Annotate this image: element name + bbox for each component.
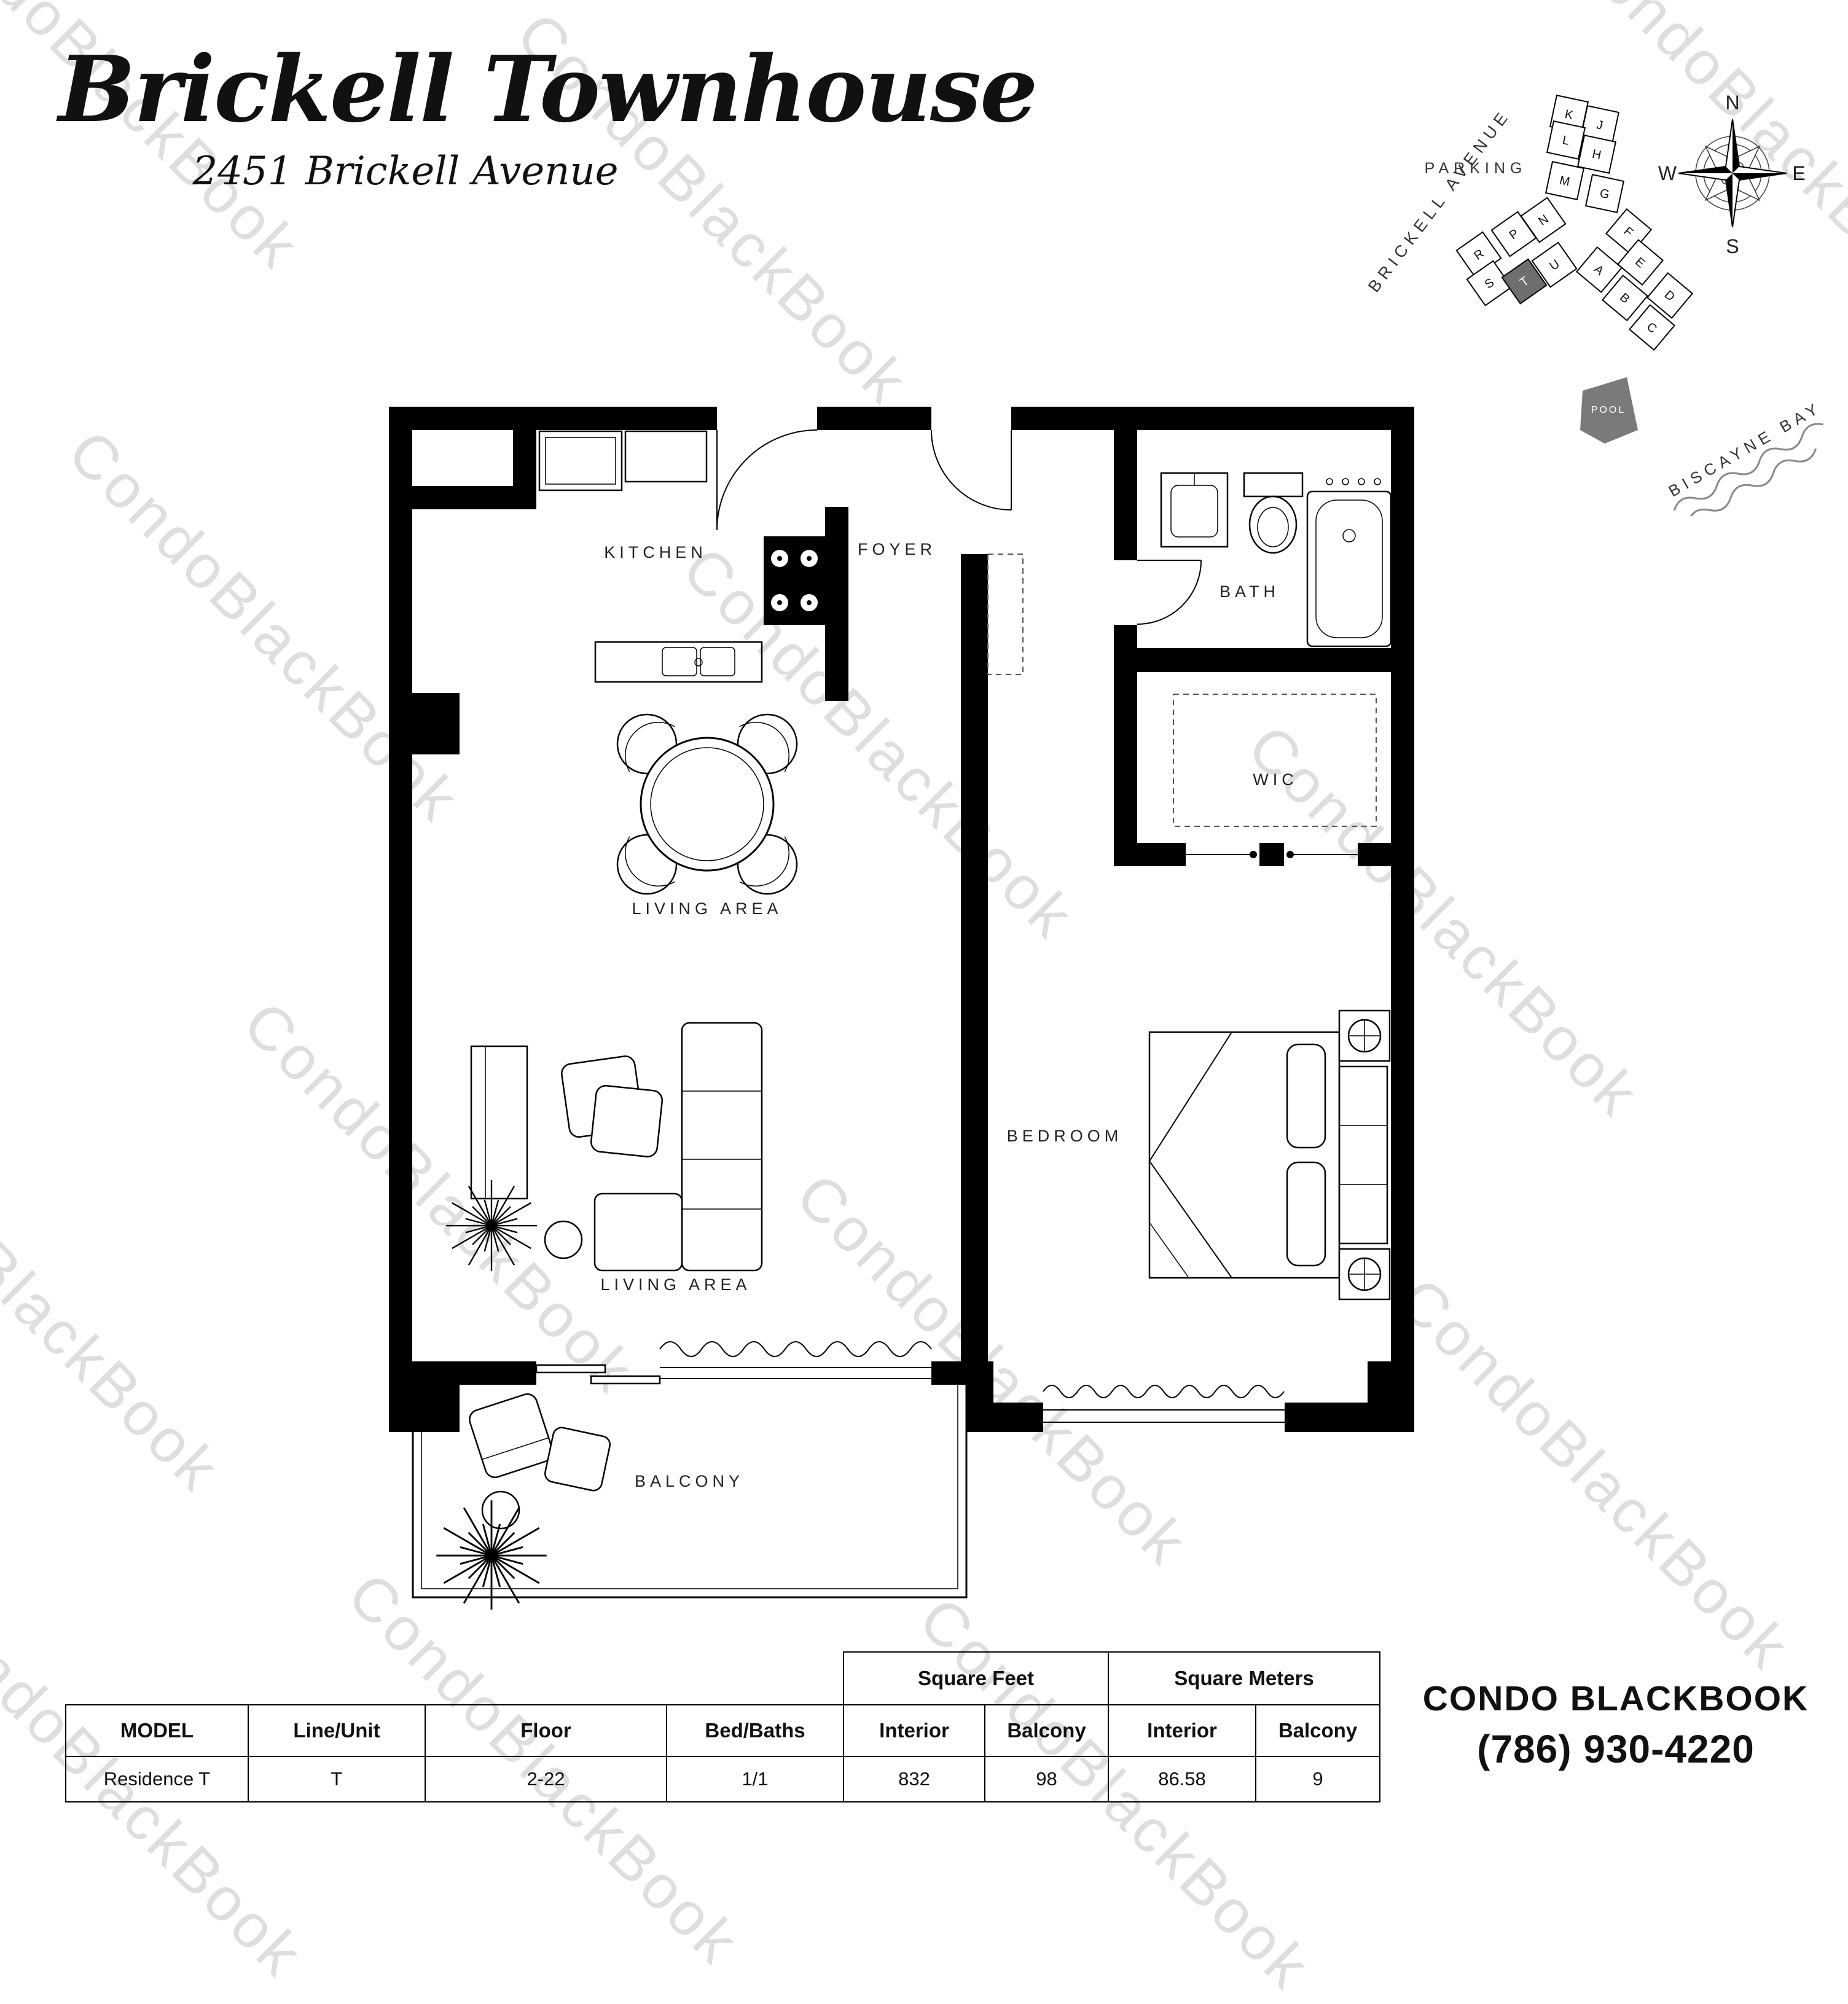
building-address: 2451 Brickell Avenue <box>192 149 619 194</box>
col-sqm-interior: Interior <box>1108 1704 1256 1757</box>
highlighted-unit: T <box>1501 258 1548 305</box>
compass-rose: N E S W <box>1658 92 1806 257</box>
cell-sqm-interior: 86.58 <box>1108 1756 1256 1802</box>
bedroom-furniture <box>1148 1009 1391 1301</box>
doors <box>716 429 1358 858</box>
windows <box>535 1341 1285 1423</box>
unit-label: G <box>1599 187 1611 202</box>
cell-line-unit: T <box>248 1756 426 1802</box>
pool-label: POOL <box>1591 405 1626 415</box>
cell-model: Residence T <box>65 1756 249 1802</box>
cell-floor: 2-22 <box>425 1756 667 1802</box>
col-floor: Floor <box>425 1704 667 1757</box>
unit-label: L <box>1561 133 1570 148</box>
building-title: Brickell Townhouse <box>58 36 1038 143</box>
label-living-area-1: LIVING AREA <box>632 899 782 918</box>
label-wic: WIC <box>1253 770 1298 789</box>
compass-s: S <box>1726 235 1739 257</box>
bath-fixtures <box>1160 472 1392 648</box>
branding: CONDO BLACKBOOK (786) 930-4220 <box>1401 1678 1831 1772</box>
cell-sqft-interior: 832 <box>843 1756 985 1802</box>
compass-e: E <box>1792 162 1805 184</box>
kitchen-appliances <box>538 430 825 683</box>
living-furniture <box>445 1022 763 1272</box>
wic-dashed <box>1173 694 1377 827</box>
col-line-unit: Line/Unit <box>248 1704 426 1757</box>
label-kitchen: KITCHEN <box>604 543 707 562</box>
col-sqm-balcony: Balcony <box>1255 1704 1380 1757</box>
cell-sqft-balcony: 98 <box>984 1756 1109 1802</box>
dining-set <box>616 713 798 895</box>
brand-phone: (786) 930-4220 <box>1477 1727 1755 1771</box>
walls <box>389 407 1414 1432</box>
unit-label: K <box>1564 108 1575 122</box>
compass-w: W <box>1658 162 1677 184</box>
group-header-square-meters: Square Meters <box>1108 1651 1380 1705</box>
group-header-square-feet: Square Feet <box>843 1651 1109 1705</box>
label-balcony: BALCONY <box>635 1472 744 1490</box>
unit-label: J <box>1595 118 1604 133</box>
label-foyer: FOYER <box>858 540 936 558</box>
foyer-closet-dashed <box>987 554 1024 675</box>
col-bed-baths: Bed/Baths <box>666 1704 844 1757</box>
building-units: K J L H M G N F P E R U A S T B D C <box>1455 94 1694 351</box>
label-bath: BATH <box>1220 582 1280 601</box>
cell-bed-baths: 1/1 <box>666 1756 844 1802</box>
table-row: Residence T T 2-22 1/1 832 98 86.58 9 <box>65 1756 1380 1802</box>
balcony <box>412 1385 968 1610</box>
col-sqft-interior: Interior <box>843 1704 985 1757</box>
unit-label: M <box>1558 173 1571 189</box>
parking-label: PARKING <box>1425 160 1527 177</box>
brand-name: CONDO BLACKBOOK <box>1422 1679 1809 1718</box>
label-bedroom: BEDROOM <box>1007 1127 1123 1145</box>
col-model: MODEL <box>65 1704 249 1757</box>
watermark: CondoBlackBook <box>0 1087 234 1506</box>
col-sqft-balcony: Balcony <box>984 1704 1109 1757</box>
floor-plan: KITCHEN FOYER BATH WIC LIVING AREA LIVIN… <box>389 407 1414 1610</box>
unit-label: H <box>1591 147 1602 163</box>
watermark: CondoBlackBook <box>1385 1265 1804 1684</box>
pool-marker: POOL <box>1580 377 1638 444</box>
compass-n: N <box>1725 92 1739 114</box>
cell-sqm-balcony: 9 <box>1255 1756 1380 1802</box>
spec-table: Square Feet Square Meters MODEL Line/Uni… <box>65 1651 1380 1802</box>
bay-shore: BISCAYNE BAY <box>1666 397 1825 516</box>
label-living-area-2: LIVING AREA <box>600 1275 751 1294</box>
site-map: BRICKELL AVENUE PARKING K J L H M G N F … <box>1364 92 1825 516</box>
